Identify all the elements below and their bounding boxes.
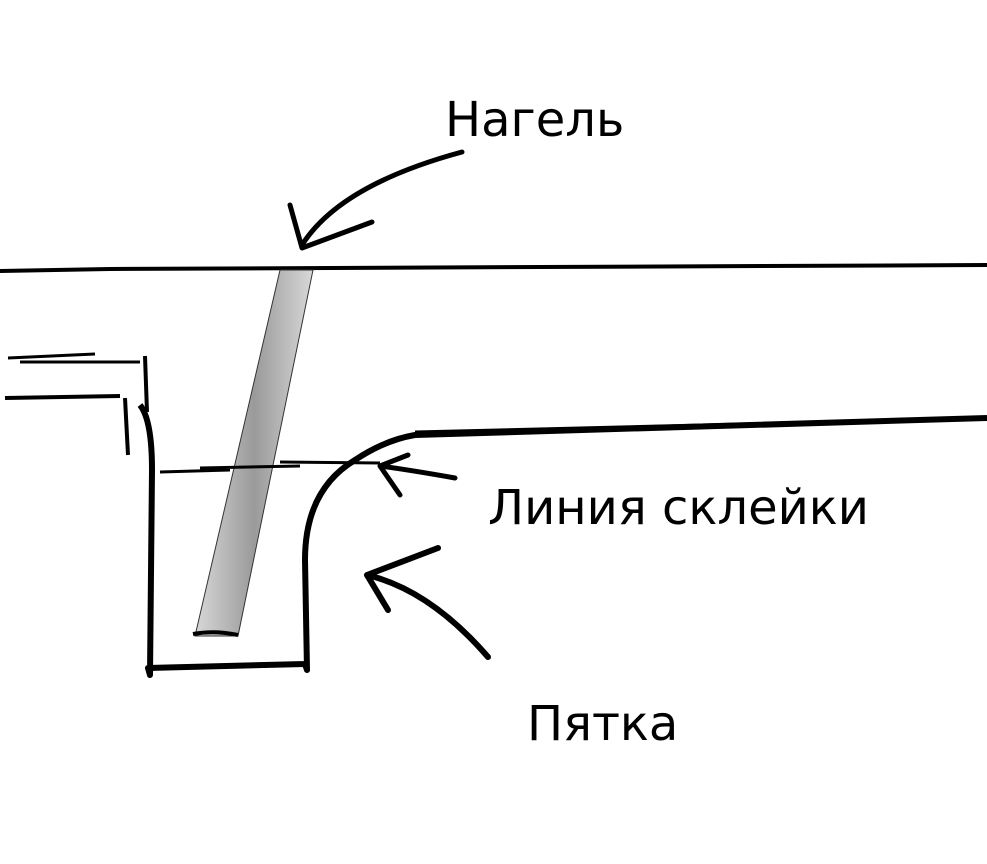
left-board-end: [123, 355, 149, 456]
heel-label: Пятка: [527, 696, 679, 752]
heel-inner-line: [414, 416, 987, 434]
dowel: [194, 269, 314, 637]
left-board-line-lower: [4, 394, 121, 400]
left-board-line-upper: [7, 352, 140, 364]
heel-arrow: [364, 545, 491, 660]
glue-line-label: Линия склейки: [488, 480, 869, 536]
glue-line: [159, 460, 381, 474]
glue-line-arrow: [377, 452, 458, 498]
top-board-line: [0, 263, 987, 273]
dowel-end: [192, 630, 239, 637]
dowel-label: Нагель: [445, 92, 625, 148]
heel-outline: [137, 403, 987, 678]
dowel-arrow: [287, 149, 465, 251]
